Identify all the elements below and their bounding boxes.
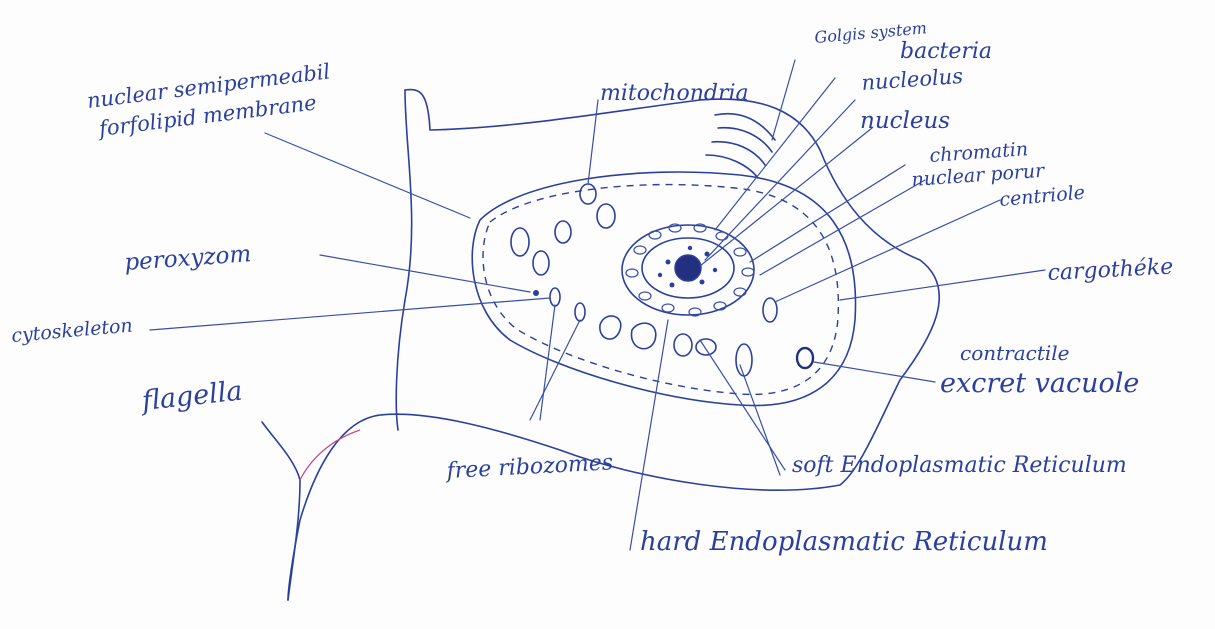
label-nucleolus: nucleolus: [861, 64, 964, 95]
peroxisome: [533, 290, 539, 296]
mitochondrion-4: [511, 228, 529, 256]
label-excret-vacuole: excret vacuole: [940, 368, 1139, 399]
label-nucleus: nucleus: [860, 108, 950, 134]
ribosome-cluster-2: [575, 303, 585, 321]
label-contractile: contractile: [960, 341, 1070, 365]
er-blob-2: [632, 323, 656, 349]
ribosome-cluster: [550, 288, 560, 306]
label-cytoskeleton: cytoskeleton: [11, 314, 134, 347]
cell-left-edge: [396, 90, 411, 430]
flagella-line: [262, 422, 300, 600]
label-free-ribozomes: free ribozomes: [444, 450, 614, 484]
mitochondrion-3: [555, 221, 571, 243]
label-soft-er: soft Endoplasmatic Reticulum: [792, 453, 1127, 478]
er-blob-5: [736, 344, 752, 376]
label-bacteria: bacteria: [900, 39, 992, 64]
contractile-vacuole: [797, 348, 813, 368]
label-mitochondria: mitochondria: [600, 81, 749, 106]
golgi-apparatus: [706, 114, 775, 178]
cell-outline: [288, 90, 939, 600]
er-blob-3: [674, 334, 692, 356]
er-blob-1: [600, 316, 621, 339]
nucleolus: [675, 255, 701, 281]
label-centriole: centriole: [999, 182, 1086, 211]
er-blob-4: [696, 339, 716, 355]
mitochondrion-5: [533, 251, 549, 275]
mitochondrion-1: [580, 184, 596, 204]
nuclear-envelope-outer: [472, 172, 855, 406]
mitochondrion-2: [597, 204, 615, 228]
label-peroxyzom: peroxyzom: [124, 241, 252, 276]
label-cargotheke: cargothéke: [1047, 254, 1174, 286]
flagella-inner-line: [300, 430, 360, 480]
label-flagella: flagella: [139, 376, 244, 418]
label-hard-er: hard Endoplasmatic Reticulum: [640, 527, 1048, 557]
